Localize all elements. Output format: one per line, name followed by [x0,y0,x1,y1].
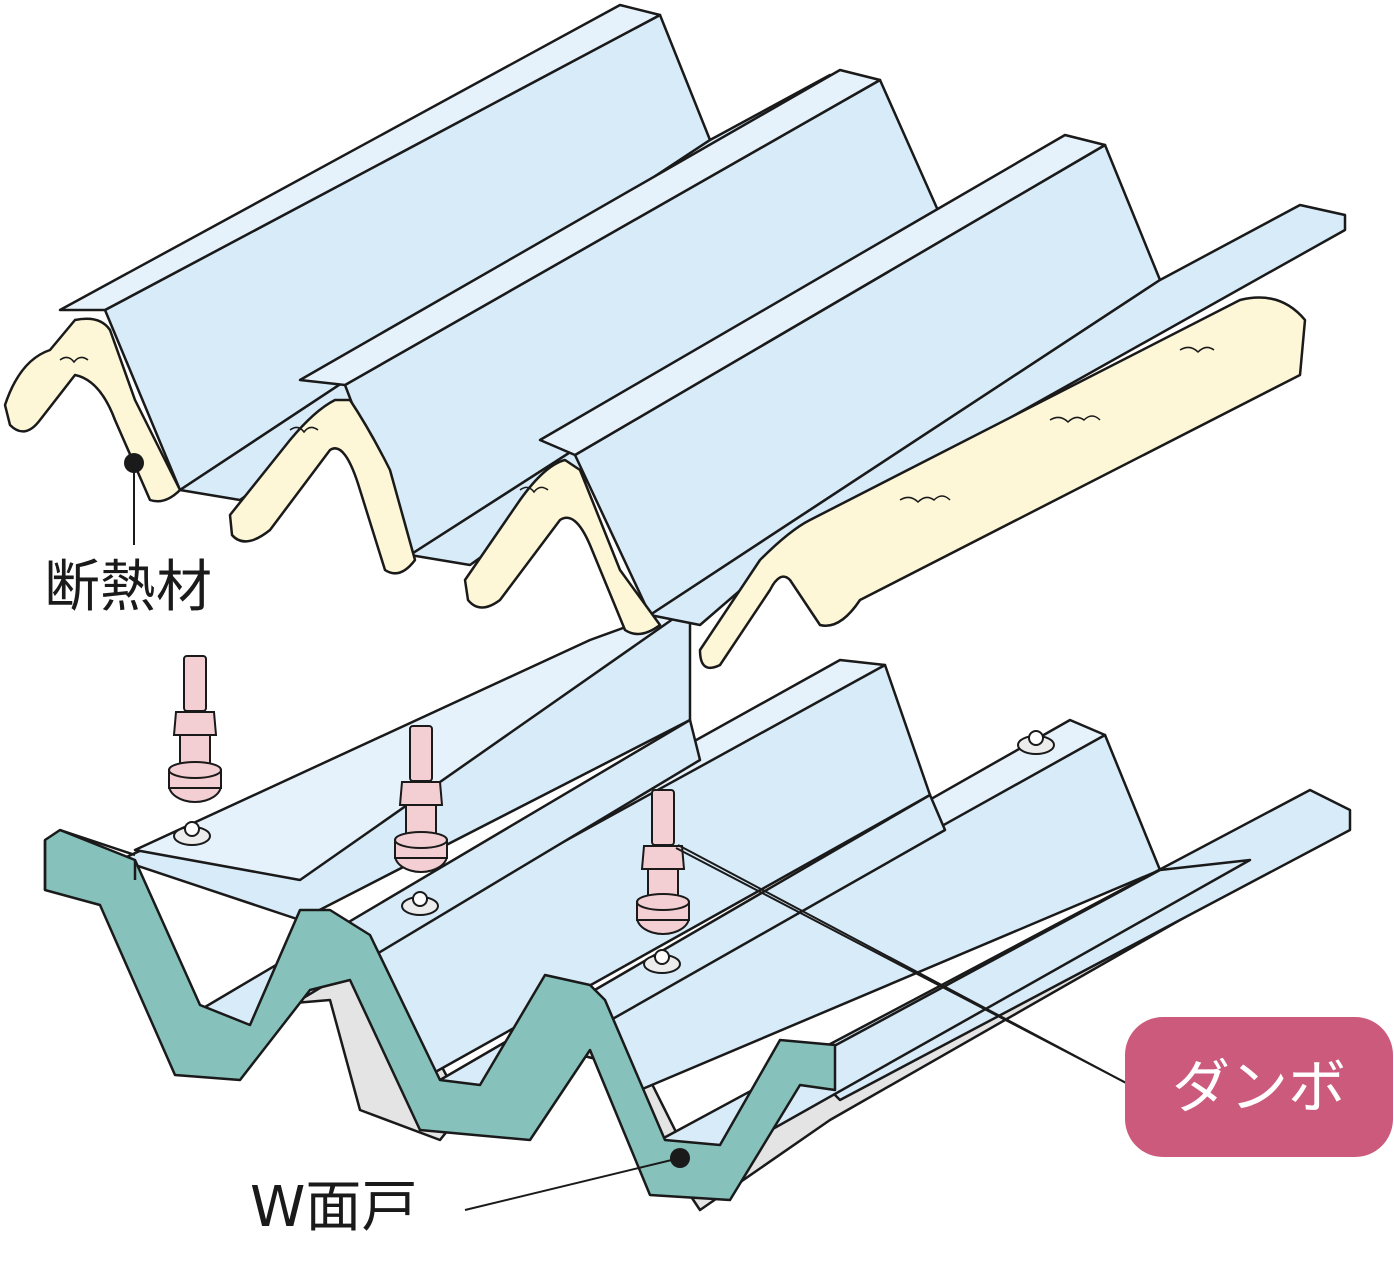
washer-3 [643,949,681,974]
upper-rib-2-top [298,68,882,387]
dambo-bolt-2 [394,725,448,873]
upper-rib-3-top [538,133,1107,457]
upper-rib-1-top [58,3,662,312]
washer-fasteners [173,730,1055,974]
insulation-edge-strip [698,296,1307,670]
washer-1 [173,821,211,846]
insulation-rib-3 [463,458,662,636]
insulation-rib-2 [228,398,417,575]
washer-2 [401,891,439,916]
w-closure-front-edge [43,828,137,890]
w-closure-strip [43,828,837,1202]
w-mendo-marker-dot [670,1148,690,1168]
dambo-bolt-1 [168,655,222,803]
w-mendo-label: W面戸 [250,1175,418,1240]
w-mendo-leader [464,1157,681,1211]
dambo-label-badge: ダンボ [1125,1017,1393,1157]
washer-4 [1017,730,1055,755]
dambo-label: ダンボ [1171,1053,1346,1121]
insulation-marker-dot [124,453,144,473]
dambo-bolt-3 [636,789,690,935]
insulation-label: 断熱材 [44,555,212,620]
insulation-texture [59,346,1215,504]
dambo-leader-main [677,844,1129,1085]
